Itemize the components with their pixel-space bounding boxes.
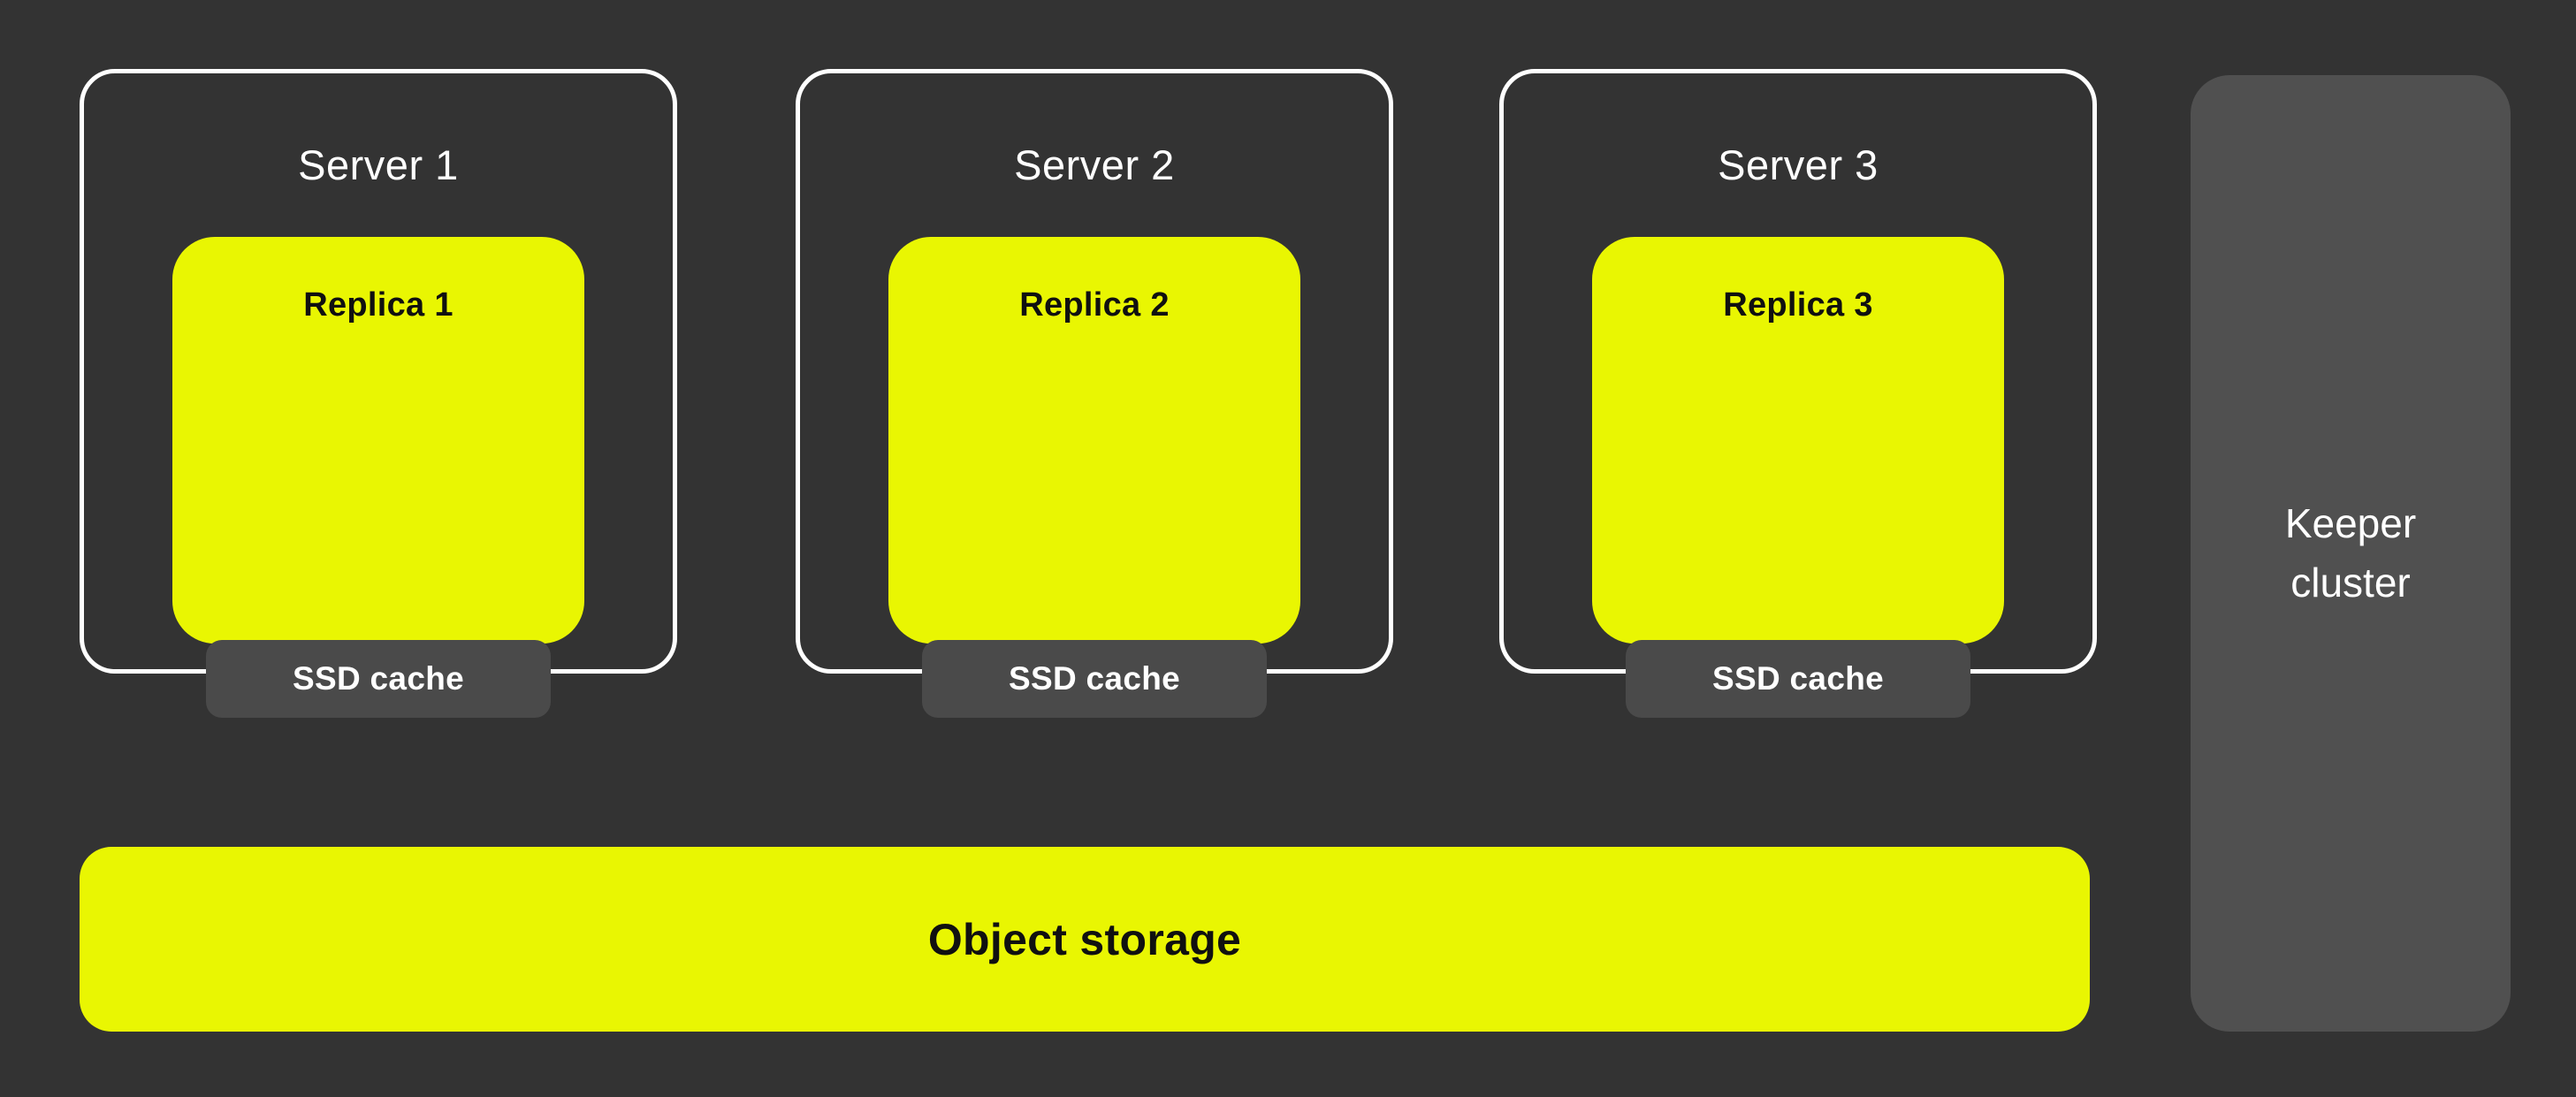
server-title-3: Server 3 [1718, 141, 1879, 188]
server-title-1: Server 1 [298, 141, 459, 188]
replica-label-3: Replica 3 [1723, 286, 1873, 324]
ssd-cache-label-1: SSD cache [293, 660, 464, 697]
replica-label-1: Replica 1 [303, 286, 453, 324]
replica-box-2: Replica 2 [888, 237, 1300, 644]
ssd-cache-box-1: SSD cache [206, 640, 551, 718]
replica-label-2: Replica 2 [1019, 286, 1170, 324]
server-box-1: Server 1 Replica 1 SSD cache [80, 69, 677, 718]
ssd-cache-label-2: SSD cache [1009, 660, 1180, 697]
object-storage-box: Object storage [80, 847, 2090, 1032]
server-title-2: Server 2 [1014, 141, 1175, 188]
object-storage-label: Object storage [927, 914, 1242, 964]
keeper-cluster-box: Keeper cluster [2191, 75, 2511, 1032]
keeper-cluster-label: Keeper cluster [2284, 500, 2417, 606]
ssd-cache-box-3: SSD cache [1626, 640, 1970, 718]
replica-box-3: Replica 3 [1592, 237, 2004, 644]
server-box-2: Server 2 Replica 2 SSD cache [796, 69, 1393, 718]
ssd-cache-label-3: SSD cache [1712, 660, 1884, 697]
server-box-3: Server 3 Replica 3 SSD cache [1499, 69, 2097, 718]
ssd-cache-box-2: SSD cache [922, 640, 1267, 718]
replica-box-1: Replica 1 [172, 237, 584, 644]
